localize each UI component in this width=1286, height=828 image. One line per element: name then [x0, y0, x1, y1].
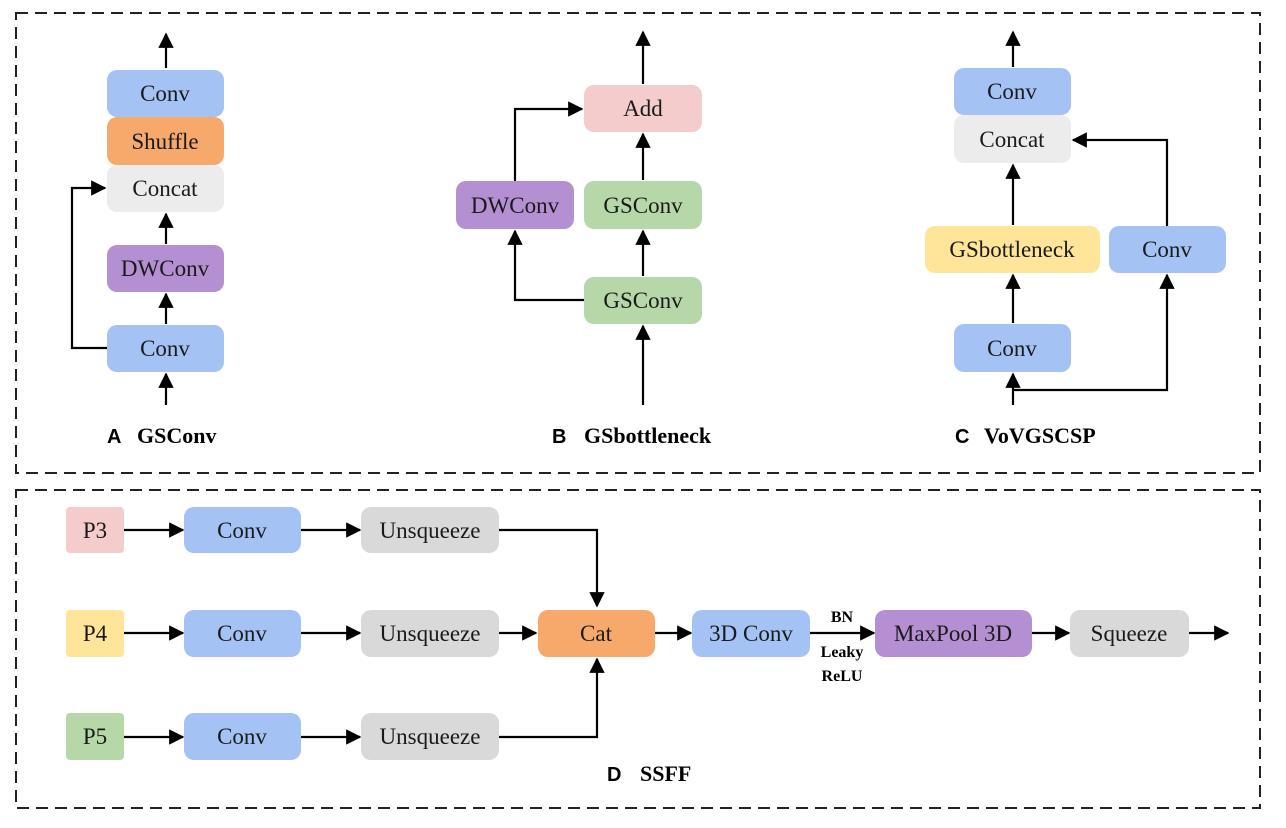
panel-b: Add GSConv GSConv DWConv B GSbottleneck — [456, 30, 712, 448]
c-conv-right-block — [1109, 226, 1226, 273]
c-conv-right-label: Conv — [1142, 237, 1192, 262]
d-unsqueeze-p4-block — [361, 610, 499, 657]
a-concat-label: Concat — [132, 176, 198, 201]
a-shuffle-block — [107, 117, 224, 165]
d-unsqueeze-p3-label: Unsqueeze — [380, 518, 481, 543]
panel-c: Conv Concat GSbottleneck Conv Conv C VoV… — [925, 30, 1226, 448]
d-squeeze-block — [1070, 610, 1189, 657]
b-gsconv-bottom-label: GSConv — [603, 288, 683, 313]
d-p3-block — [66, 507, 124, 553]
d-conv-p3-block — [184, 507, 301, 553]
a-caption-letter: A — [107, 426, 121, 448]
d-bn-label: BN — [831, 609, 854, 626]
b-add-label: Add — [623, 96, 663, 121]
a-caption-name: GSConv — [137, 423, 216, 448]
b-dwconv-label: DWConv — [471, 193, 560, 218]
d-unsqueeze-p3-block — [361, 507, 499, 553]
d-p3-label: P3 — [83, 518, 107, 543]
d-unsqueeze-p5-block — [361, 713, 499, 760]
a-shuffle-label: Shuffle — [131, 129, 198, 154]
d-3dconv-block — [692, 610, 810, 657]
d-p4-block — [66, 610, 124, 657]
d-conv-p4-label: Conv — [217, 621, 267, 646]
d-conv-p5-block — [184, 713, 301, 760]
d-squeeze-label: Squeeze — [1091, 621, 1168, 646]
b-caption-letter: B — [552, 426, 566, 448]
d-p5-block — [66, 713, 124, 760]
d-p4-label: P4 — [83, 621, 108, 646]
bottom-panel-frame — [15, 489, 1261, 809]
d-caption-letter: D — [607, 764, 621, 786]
d-3dconv-label: 3D Conv — [709, 621, 793, 646]
c-caption-name: VoVGSCSP — [984, 423, 1096, 448]
d-cat-label: Cat — [580, 621, 613, 646]
d-conv-p4-block — [184, 610, 301, 657]
d-caption-name: SSFF — [640, 761, 691, 786]
c-gsbottleneck-block — [925, 226, 1100, 273]
c-conv-top-block — [954, 68, 1071, 115]
a-conv-bottom-label: Conv — [140, 336, 190, 361]
a-dwconv-label: DWConv — [121, 256, 210, 281]
c-concat-block — [954, 115, 1071, 163]
c-conv-top-label: Conv — [987, 79, 1037, 104]
panel-a: Conv Shuffle Concat DWConv Conv A GSConv — [70, 32, 224, 448]
b-gsconv-bottom-block — [584, 277, 702, 324]
b-gsconv-top-label: GSConv — [603, 193, 683, 218]
d-unsqueeze-p4-label: Unsqueeze — [380, 621, 481, 646]
d-cat-block — [538, 610, 655, 657]
d-relu-label: ReLU — [822, 668, 863, 685]
a-conv-top-block — [107, 70, 224, 117]
d-p5-label: P5 — [83, 724, 107, 749]
d-conv-p3-label: Conv — [217, 518, 267, 543]
d-maxpool3d-block — [875, 610, 1032, 657]
d-maxpool3d-label: MaxPool 3D — [894, 621, 1012, 646]
c-conv-bottom-block — [954, 324, 1071, 372]
a-concat-block — [107, 165, 224, 212]
b-add-block — [584, 85, 702, 132]
a-conv-top-label: Conv — [140, 81, 190, 106]
a-conv-bottom-block — [107, 325, 224, 372]
b-dwconv-block — [456, 181, 574, 229]
c-gsbottleneck-label: GSbottleneck — [949, 237, 1075, 262]
d-leaky-label: Leaky — [821, 644, 864, 661]
c-concat-label: Concat — [979, 127, 1045, 152]
d-unsqueeze-p5-label: Unsqueeze — [380, 724, 481, 749]
c-conv-bottom-label: Conv — [987, 336, 1037, 361]
d-conv-p5-label: Conv — [217, 724, 267, 749]
b-gsconv-top-block — [584, 181, 702, 229]
top-panel-frame — [15, 12, 1261, 474]
b-caption-name: GSbottleneck — [584, 423, 712, 448]
c-caption-letter: C — [955, 426, 969, 448]
panel-d: P3 Conv Unsqueeze P4 Conv Unsqueeze P5 C… — [66, 507, 1230, 786]
a-dwconv-block — [107, 245, 224, 292]
